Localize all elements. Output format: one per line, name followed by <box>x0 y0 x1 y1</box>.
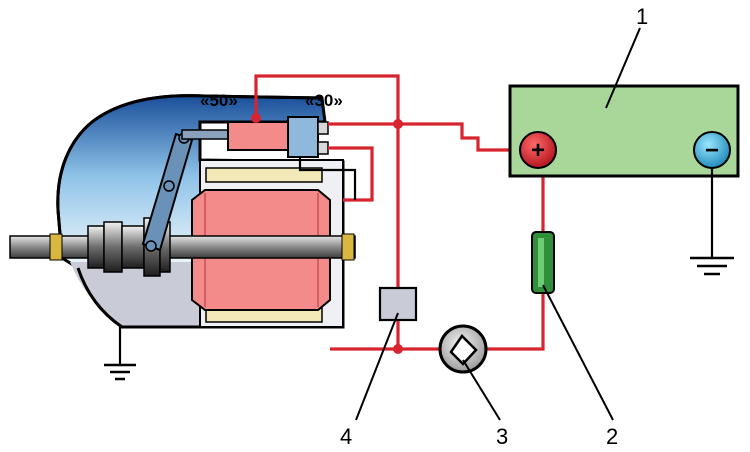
callout-1-label: 1 <box>636 4 648 29</box>
battery-positive-terminal <box>519 131 557 169</box>
starter-ground-symbol <box>104 327 136 381</box>
negative-symbol: − <box>705 137 719 164</box>
wire-terminal-30 <box>328 122 538 152</box>
callout-2-label: 2 <box>606 424 618 449</box>
callout-4-label: 4 <box>340 424 352 449</box>
fuse <box>531 231 555 294</box>
wire-field-black <box>298 157 357 200</box>
ignition-switch <box>438 324 488 374</box>
pinion-gear <box>87 217 171 277</box>
terminal-50-label: «50» <box>200 91 238 110</box>
callout-3-label: 3 <box>496 424 508 449</box>
starter-motor <box>9 94 356 381</box>
battery-ground-symbol <box>690 168 734 276</box>
solenoid-relay <box>227 116 329 158</box>
wire-field <box>328 146 374 202</box>
wire-terminal-50 <box>254 74 400 290</box>
wire-fuse-switch <box>486 293 545 351</box>
callout-leaders <box>355 27 641 421</box>
terminal-30-label: «30» <box>305 91 343 110</box>
positive-symbol: + <box>531 137 545 164</box>
wiring <box>251 74 545 354</box>
battery: + − <box>508 84 740 276</box>
